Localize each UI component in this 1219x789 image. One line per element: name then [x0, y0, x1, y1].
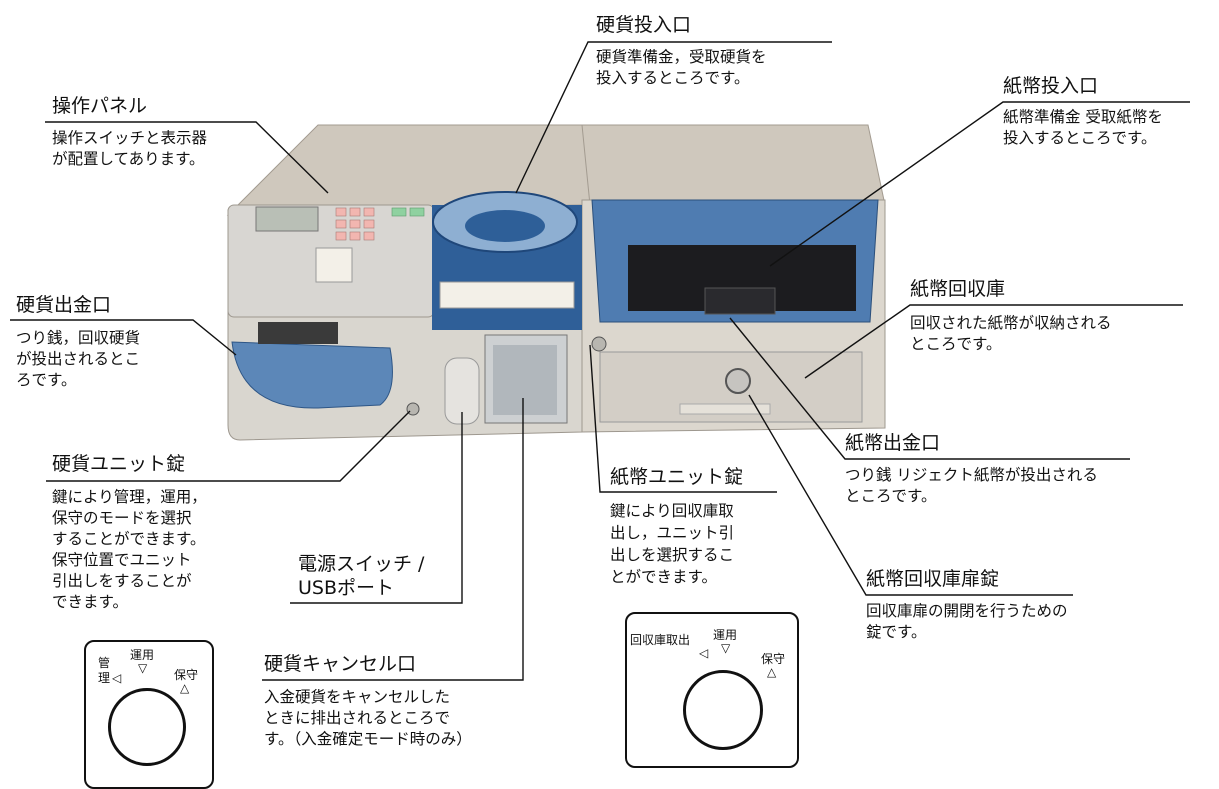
- note-dial-circle: [683, 670, 763, 750]
- machine-panel-seam: [581, 124, 591, 206]
- operation-panel-title: 操作パネル: [52, 95, 148, 117]
- note-inlet-desc: 紙幣準備金 受取紙幣を 投入するところです。: [1003, 108, 1163, 147]
- note-storage-lock-desc: 回収庫扉の開閉を行うための 錠です。: [866, 602, 1068, 641]
- note-storage-label: [679, 403, 771, 415]
- note-unit-lock-title: 紙幣ユニット錠: [610, 466, 744, 488]
- coin-outlet-desc: つり銭，回収硬貨 が投出されるとこ ろです。: [16, 329, 141, 389]
- coin-dial-label-operation: 運用: [130, 648, 155, 662]
- coin-dial-marker-admin: ◁: [112, 671, 122, 685]
- coin-unit-lock-desc: 鍵により管理，運用， 保守のモードを選択 することができます。 保守位置でユニッ…: [52, 488, 207, 611]
- note-dial-marker-storage-removal: ◁: [699, 646, 709, 660]
- leader-note-storage-lock: [748, 394, 1073, 596]
- leader-lines: [10, 41, 1190, 681]
- note-outlet-title: 紙幣出金口: [845, 432, 941, 454]
- leader-note-storage: [804, 304, 1183, 379]
- note-storage-lock-title: 紙幣回収庫扉錠: [866, 568, 1000, 590]
- leader-coin-cancel: [262, 398, 524, 681]
- note-dial-marker-operation: ▽: [721, 641, 731, 655]
- note-unit-lock-desc: 鍵により回収庫取 出し，ユニット引 出しを選択するこ とができます。: [610, 502, 735, 586]
- note-inlet-title: 紙幣投入口: [1003, 75, 1099, 97]
- coin-key-dial-diagram: 管 理 ◁ 運用 ▽ 保守 △: [84, 640, 214, 789]
- coin-outlet-tray: [231, 341, 393, 409]
- note-inlet-gate: [704, 287, 776, 315]
- coin-inlet-desc: 硬貨準備金，受取硬貨を 投入するところです。: [596, 48, 767, 87]
- coin-inlet-title: 硬貨投入口: [596, 14, 692, 36]
- coin-outlet-slot: [258, 322, 338, 344]
- lcd-display: [255, 206, 319, 232]
- leader-note-unit-lock: [589, 344, 777, 493]
- leader-operation-panel: [45, 121, 329, 194]
- coin-dial-circle: [108, 688, 186, 766]
- operation-panel-desc: 操作スイッチと表示器 が配置してあります。: [52, 129, 208, 168]
- coin-dial-marker-maintenance: △: [180, 681, 190, 695]
- note-key-dial-diagram: 回収庫取出 ◁ 運用 ▽ 保守 △: [625, 612, 799, 768]
- note-storage-title: 紙幣回収庫: [910, 278, 1006, 300]
- coin-unit-lock-title: 硬貨ユニット錠: [52, 453, 186, 475]
- coin-unit-keyhole: [406, 402, 420, 416]
- note-unit-keyhole: [591, 336, 607, 352]
- power-switch-title: 電源スイッチ / USBポート: [298, 553, 425, 599]
- note-storage-desc: 回収された紙幣が収納される ところです。: [910, 314, 1112, 353]
- coin-dial-marker-operation: ▽: [138, 661, 148, 675]
- coin-cancel-opening: [493, 345, 557, 415]
- note-dial-label-storage-removal: 回収庫取出: [630, 633, 691, 647]
- leader-note-inlet: [769, 101, 1190, 267]
- note-dial-marker-maintenance: △: [767, 665, 777, 679]
- leader-power-switch: [290, 412, 463, 604]
- note-outlet-desc: つり銭 リジェクト紙幣が投出される ところです。: [845, 466, 1098, 505]
- leader-coin-inlet: [515, 41, 832, 194]
- coin-dial-label-admin: 管 理: [98, 656, 111, 685]
- note-storage-keyhole: [725, 368, 751, 394]
- coin-cancel-desc: 入金硬貨をキャンセルした ときに排出されるところで す。（入金確定モード時のみ）: [264, 688, 472, 748]
- leader-coin-unit-lock: [46, 410, 411, 482]
- warning-label-left: [315, 247, 353, 283]
- coin-dial-label-maintenance: 保守: [174, 668, 199, 682]
- keypad: [335, 207, 425, 241]
- coin-cancel-title: 硬貨キャンセル口: [264, 653, 417, 675]
- leader-coin-outlet: [10, 319, 237, 356]
- note-dial-label-maintenance: 保守: [761, 652, 786, 666]
- note-dial-label-operation: 運用: [713, 628, 738, 642]
- warning-label-center: [439, 281, 575, 309]
- coin-outlet-title: 硬貨出金口: [16, 294, 112, 316]
- leader-note-outlet: [729, 317, 1130, 460]
- coin-inlet-hole: [465, 210, 545, 242]
